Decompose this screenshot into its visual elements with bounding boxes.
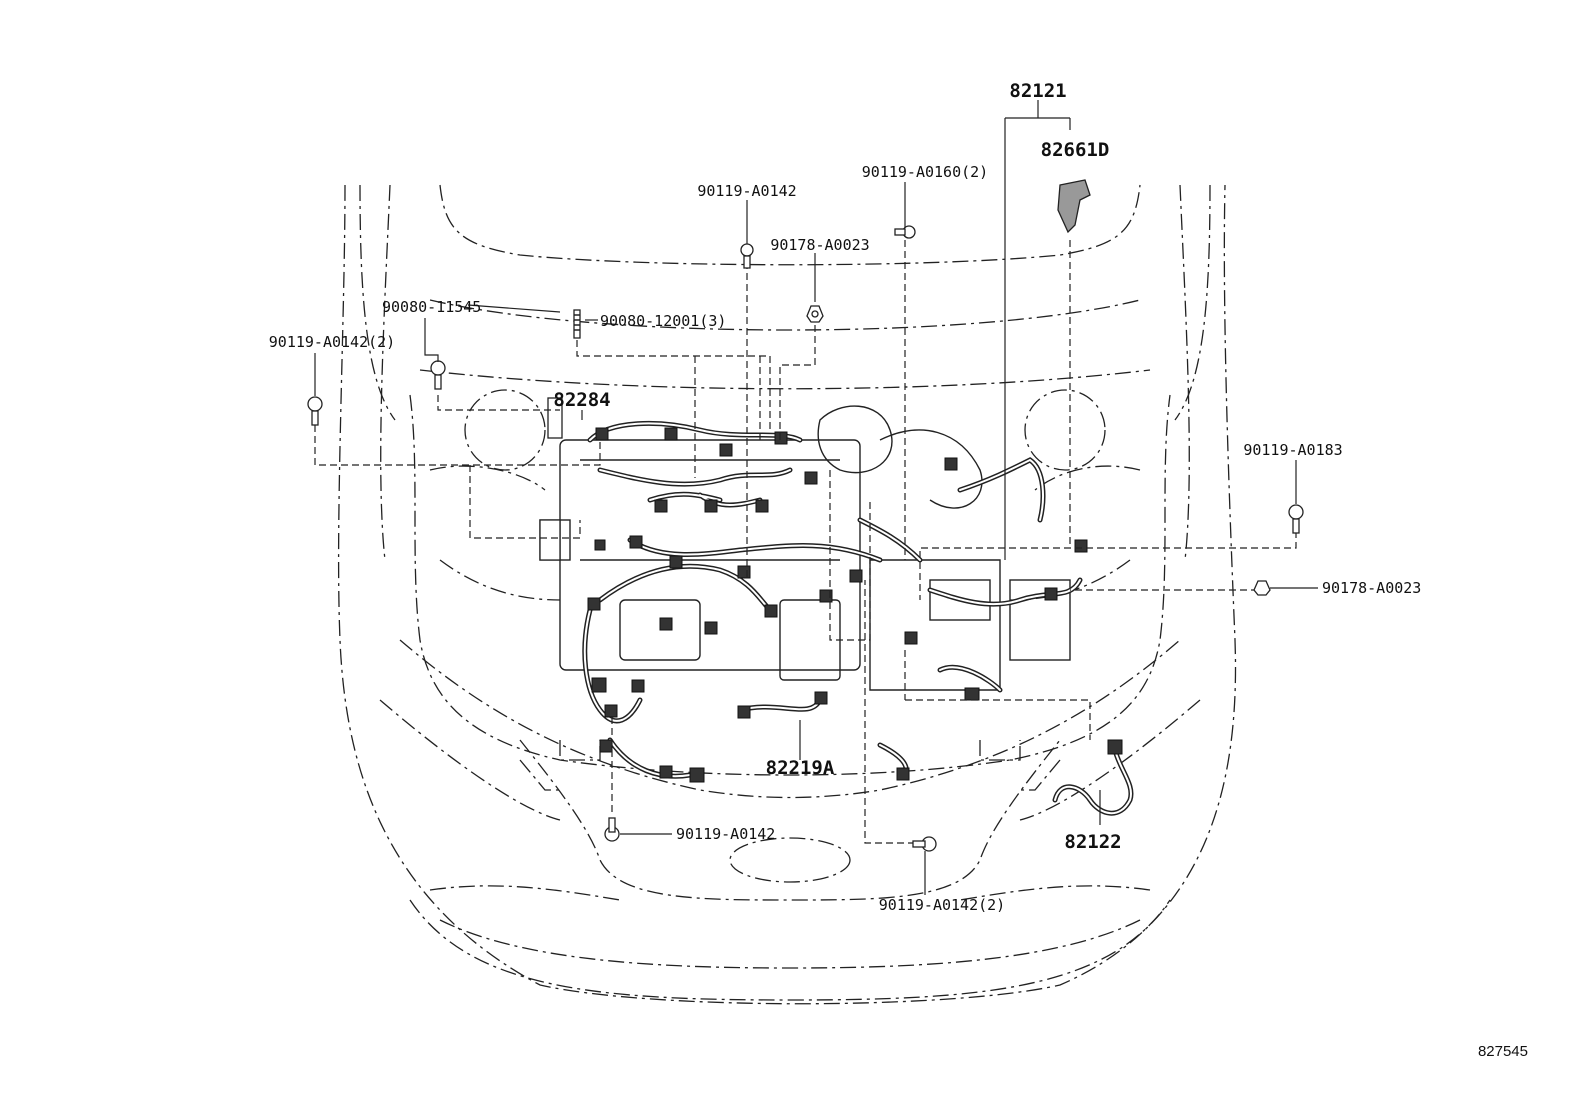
figure-number: 827545 — [1478, 1043, 1528, 1060]
callout-90119-A0160: 90119-A0160(2) — [862, 163, 988, 181]
callout-90119-A0142-2-bottom: 90119-A0142(2) — [879, 896, 1005, 914]
callout-labels: 82121 82661D 82284 82219A 82122 90119-A0… — [269, 80, 1528, 1060]
callout-90119-A0142-2-left: 90119-A0142(2) — [269, 333, 395, 351]
callout-90178-A0023-right: 90178-A0023 — [1322, 579, 1421, 597]
nut-icon — [806, 305, 824, 323]
wire-harness-82121 — [582, 421, 1083, 779]
bolt-icon — [430, 360, 446, 390]
callout-leaders — [314, 100, 1318, 895]
bolt-icon — [740, 243, 754, 269]
callout-82284: 82284 — [553, 389, 610, 411]
stud-icon — [573, 309, 581, 339]
callout-82219A: 82219A — [766, 757, 835, 779]
callout-82122: 82122 — [1064, 831, 1121, 853]
harness-connectors — [587, 427, 1088, 783]
callout-82661D: 82661D — [1041, 139, 1110, 161]
callout-82121: 82121 — [1009, 80, 1066, 102]
nut-icon — [1253, 580, 1271, 596]
bolt-icon — [307, 396, 323, 426]
callout-90119-A0142-bottom: 90119-A0142 — [676, 825, 775, 843]
wire-harness-82122 — [1052, 739, 1134, 816]
bolt-icon — [1288, 504, 1304, 534]
callout-90119-A0183: 90119-A0183 — [1243, 441, 1342, 459]
engine-outline — [539, 405, 1071, 691]
reference-lines — [314, 240, 1297, 844]
bolt-icon — [894, 225, 916, 239]
callout-90178-A0023-top: 90178-A0023 — [770, 236, 869, 254]
callout-90119-A0142-top: 90119-A0142 — [697, 182, 796, 200]
bolt-icon — [912, 836, 937, 852]
bolt-icon — [604, 817, 620, 842]
clip-82661D — [1057, 179, 1091, 234]
bracket-82284 — [539, 397, 563, 561]
callout-90080-12001: 90080-12001(3) — [600, 312, 726, 330]
callout-90080-11545: 90080-11545 — [382, 298, 481, 316]
